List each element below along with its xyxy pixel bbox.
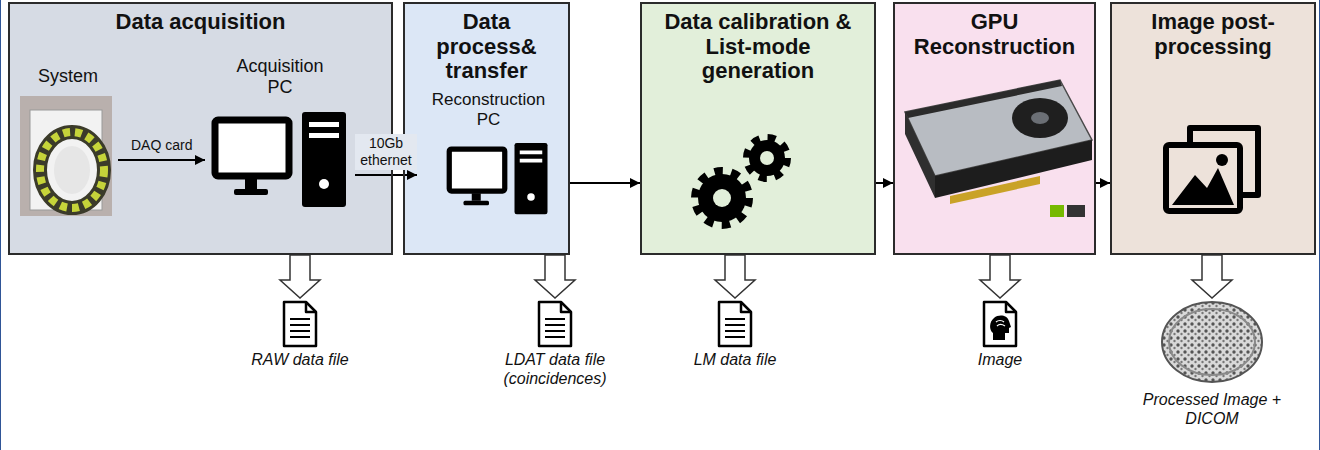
- stage-panel: Data calibration & List-mode generation: [640, 2, 876, 255]
- file-caption: Image: [925, 350, 1075, 369]
- document-icon: [539, 302, 571, 346]
- output-arrow: [535, 255, 575, 298]
- output-arrow: [280, 255, 320, 298]
- document-icon: [284, 302, 316, 346]
- component: System: [18, 64, 118, 222]
- figure-frame: [1319, 0, 1320, 450]
- panel-heading: Data calibration & List-mode generation: [647, 10, 869, 84]
- output-file: Processed Image + DICOM: [1127, 298, 1297, 428]
- flow-arrow: [1096, 182, 1110, 184]
- panel-heading: Data process& transfer: [410, 10, 563, 84]
- stage-panel: GPU Reconstruction: [893, 2, 1096, 255]
- computer-icon: [449, 143, 547, 214]
- file-caption: LDAT data file (coincidences): [470, 350, 640, 388]
- link-label: DAQ card: [128, 136, 195, 155]
- file-caption: RAW data file: [215, 350, 385, 369]
- link-label: 10Gb ethernet: [355, 134, 417, 170]
- panel-heading: GPU Reconstruction: [900, 10, 1089, 59]
- panel-fill: [640, 2, 876, 255]
- component: Reconstruction PC: [417, 88, 560, 216]
- output-file: Image: [925, 298, 1075, 369]
- panel-heading: Data acquisition: [15, 10, 386, 35]
- panel-fill: [893, 2, 1096, 255]
- flow-arrow: [876, 182, 893, 184]
- stage-panel: Image post-processing: [1110, 2, 1316, 255]
- panel-fills: [8, 2, 1316, 255]
- image-document-icon: [984, 302, 1016, 346]
- output-file: LM data file: [650, 298, 820, 369]
- component-label: Acquisition PC: [225, 56, 335, 97]
- stage-panel: Data acquisitionSystem Acquisition PC: [8, 2, 393, 255]
- file-caption: LM data file: [650, 350, 820, 369]
- file-caption: Processed Image + DICOM: [1127, 390, 1297, 428]
- panel-fill: [8, 2, 393, 255]
- component-label: Reconstruction PC: [423, 90, 554, 129]
- output-file: RAW data file: [215, 298, 385, 369]
- panel-heading: Image post-processing: [1117, 10, 1309, 59]
- output-arrow: [980, 255, 1020, 298]
- gears-icon: [696, 138, 787, 224]
- output-arrow: [1192, 255, 1232, 298]
- panel-fill: [403, 2, 570, 255]
- panel-fill: [1110, 2, 1316, 255]
- component: Acquisition PC: [205, 54, 355, 209]
- image-icon: [1166, 128, 1258, 211]
- flow-arrow: [118, 159, 205, 161]
- component-label: System: [18, 66, 118, 87]
- computer-icon: [215, 112, 346, 207]
- flow-arrow: [570, 182, 640, 184]
- output-file: LDAT data file (coincidences): [470, 298, 640, 388]
- gpu-card: [905, 80, 1092, 217]
- document-icon: [719, 302, 751, 346]
- scanner-photo: [20, 96, 112, 216]
- stage-panel: Data process& transferReconstruction PC: [403, 2, 570, 255]
- output-arrow: [715, 255, 755, 298]
- flow-arrow: [355, 174, 417, 176]
- figure-frame: [0, 0, 1, 450]
- brain-slice-image: [1162, 302, 1262, 382]
